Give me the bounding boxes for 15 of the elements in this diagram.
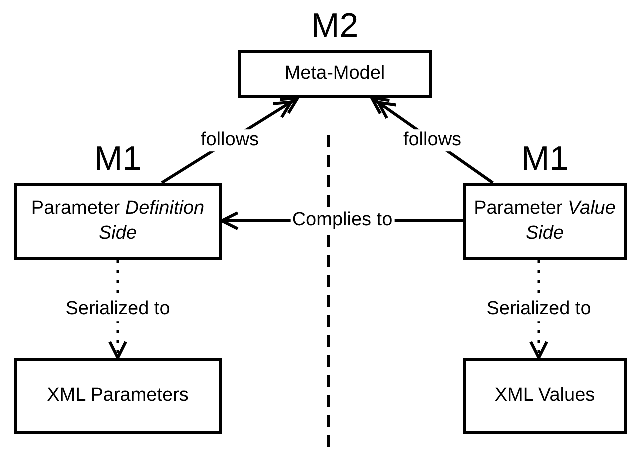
level-heading: M2 bbox=[311, 9, 359, 43]
edge-label: follows bbox=[198, 129, 262, 152]
box-label: XML Parameters bbox=[46, 384, 190, 408]
level-heading: M1 bbox=[94, 142, 142, 176]
edge-label: Complies to bbox=[290, 210, 395, 232]
level-heading: M1 bbox=[521, 142, 569, 176]
edge-label: Serialized to bbox=[484, 298, 594, 322]
model-box bbox=[463, 358, 627, 434]
edge-label: follows bbox=[401, 129, 464, 152]
edge-label: Serialized to bbox=[64, 298, 172, 322]
box-label: Parameter Definition Side bbox=[30, 196, 206, 246]
box-label: Parameter Value Side bbox=[473, 196, 617, 246]
box-label: Meta-Model bbox=[284, 62, 386, 86]
box-label: XML Values bbox=[494, 384, 596, 408]
model-box bbox=[14, 358, 222, 434]
